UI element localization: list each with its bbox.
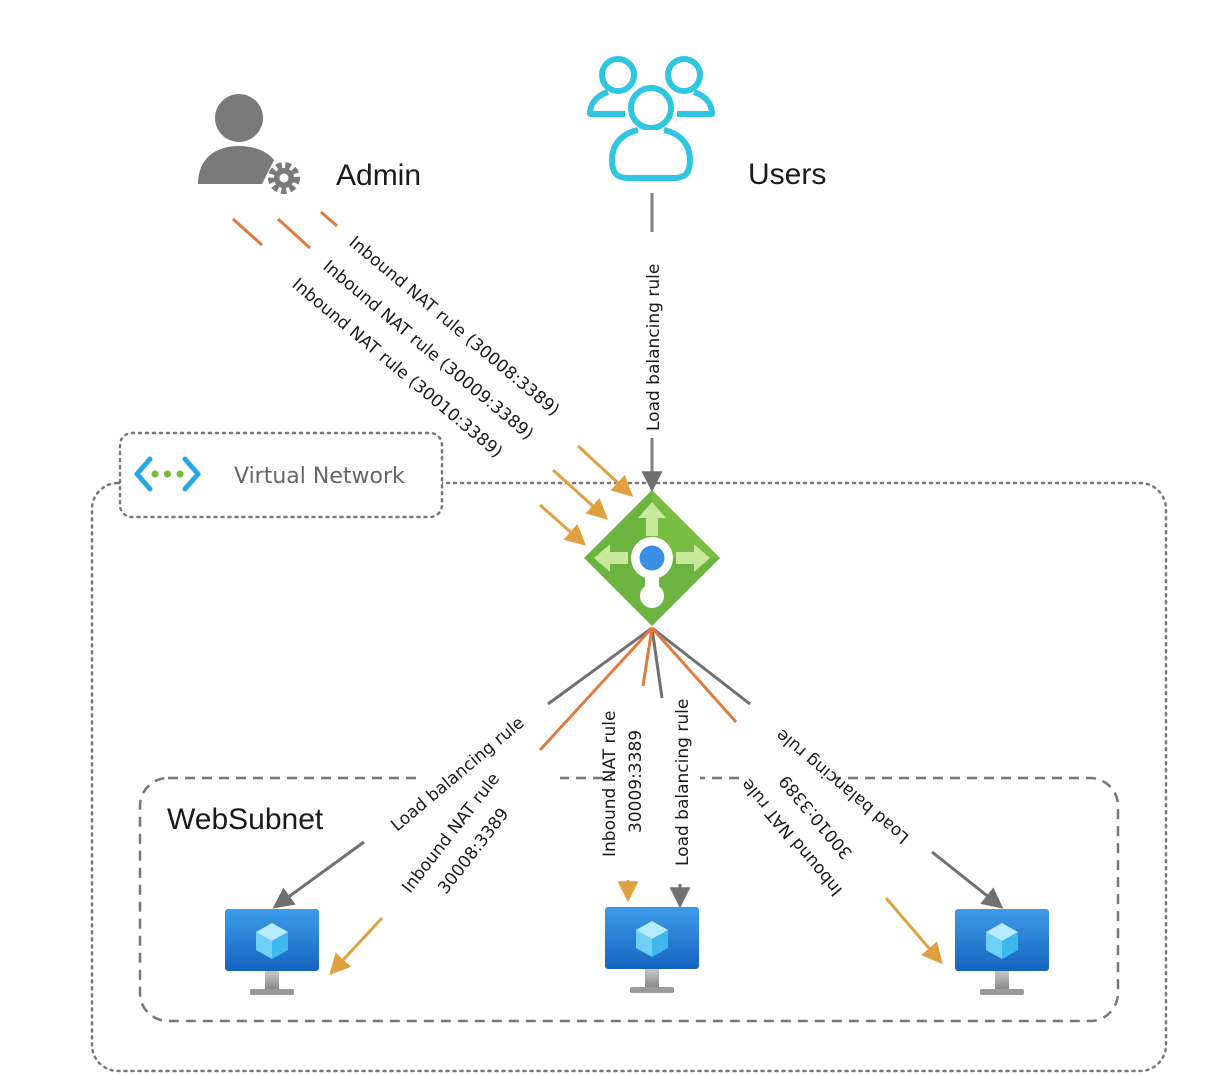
backend-gray-lines (547, 626, 751, 706)
admin-nat-arrows (539, 444, 634, 546)
load-balancer-icon (584, 490, 720, 626)
vm2-nat-label-line2: 30009:3389 (626, 730, 646, 833)
vm1-lb-arrow (272, 840, 365, 909)
users-label: Users (748, 158, 826, 191)
vm2-nat-label-line1: Inbound NAT rule (600, 711, 620, 857)
backend-orange-lines (538, 626, 738, 752)
inbound-nat-30008-label: Inbound NAT rule (30008:3389) (345, 233, 563, 421)
virtual-machine-icon (225, 909, 319, 995)
virtual-machine-icon (605, 907, 699, 993)
vm3-nat-arrow (884, 897, 943, 965)
vnet-label-box (118, 431, 444, 519)
vnet-label: Virtual Network (234, 464, 405, 489)
admin-label: Admin (336, 159, 421, 192)
virtual-network-icon (134, 456, 201, 492)
inbound-lb-rule-label: Load balancing rule (644, 264, 664, 431)
vm3-lb-arrow (931, 850, 1004, 909)
admin-nat-dashes (231, 210, 338, 250)
subnet-label: WebSubnet (167, 803, 324, 836)
virtual-machine-icon (955, 909, 1049, 995)
users-group-icon (587, 56, 715, 181)
vm2-lb-label: Load balancing rule (673, 699, 693, 866)
inbound-nat-30009-label: Inbound NAT rule (30009:3389) (319, 257, 537, 445)
vm1-nat-arrow (329, 916, 384, 976)
admin-user-gear-icon (198, 94, 300, 194)
